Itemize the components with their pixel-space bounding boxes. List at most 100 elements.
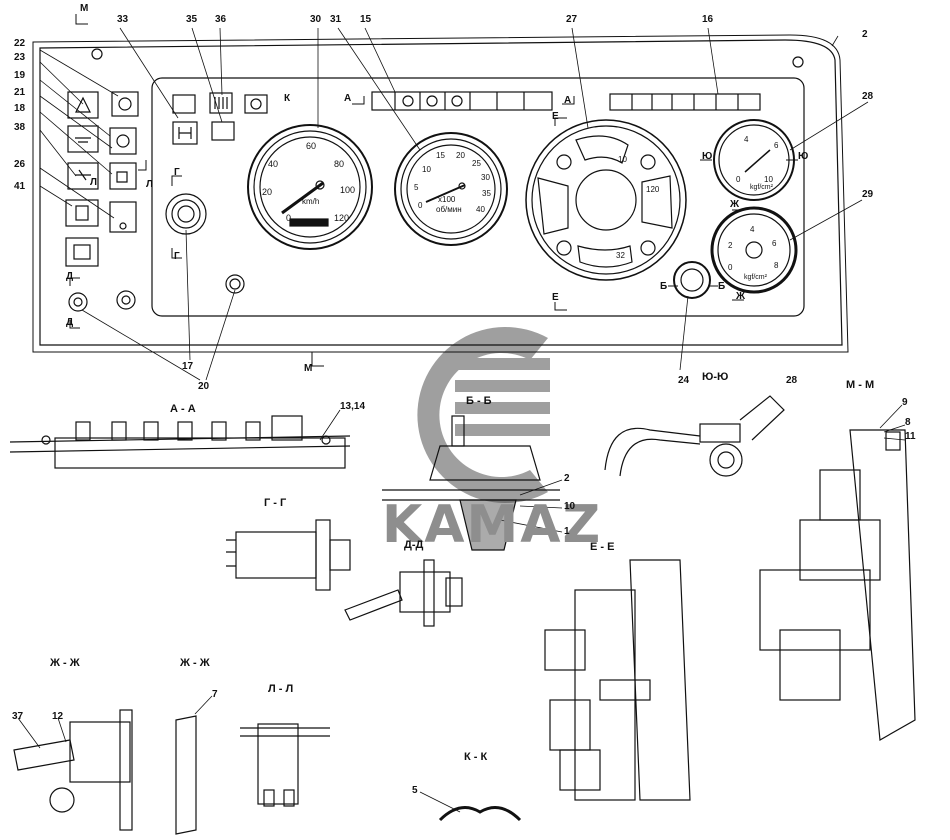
callout-11: 11 (905, 431, 916, 442)
cut-zh-bottom: Ж (736, 291, 746, 302)
callout-10: 10 (564, 501, 576, 512)
combo-label-32: 32 (616, 251, 625, 260)
callout-21: 21 (14, 87, 26, 98)
callout-36: 36 (215, 14, 227, 25)
warning-light-strip-15 (371, 91, 553, 111)
pg2-tick-6: 6 (772, 239, 777, 248)
callout-15: 15 (360, 14, 372, 25)
callout-20: 20 (198, 381, 210, 392)
speedometer-gauge (247, 124, 373, 250)
pressure-gauge-2 (710, 206, 798, 294)
tacho-tick-10: 10 (422, 165, 431, 174)
tacho-tick-20: 20 (456, 151, 465, 160)
section-title-yuyu: Ю-Ю (702, 371, 729, 383)
callout-2: 2 (862, 29, 868, 40)
cut-a-right: А (564, 95, 572, 106)
speedo-tick-80: 80 (334, 159, 345, 169)
callout-13-14: 13,14 (340, 401, 366, 412)
upper-switches (172, 92, 268, 145)
speedo-tick-40: 40 (268, 159, 279, 169)
cut-yu-right: Ю (798, 151, 809, 162)
callout-24: 24 (678, 375, 690, 386)
callout-28: 28 (862, 91, 874, 102)
section-aa-view (9, 415, 351, 469)
section-title-dd: Д-Д (404, 539, 424, 551)
callout-33: 33 (117, 14, 129, 25)
cut-e-top: Е (552, 111, 559, 122)
callout-35: 35 (186, 14, 198, 25)
callout-41: 41 (14, 181, 26, 192)
cut-m-bottom: М (304, 363, 313, 374)
section-title-gg: Г - Г (264, 497, 287, 509)
pg1-unit: kgf/cm² (750, 184, 773, 191)
combination-gauge (525, 119, 687, 281)
cut-e-bottom: Е (552, 292, 559, 303)
callout-12: 12 (52, 711, 64, 722)
combo-label-120: 120 (646, 185, 660, 194)
cut-m-top: М (80, 3, 89, 14)
tachometer-gauge (394, 132, 508, 246)
callout-8: 8 (905, 417, 911, 428)
indicator-lamp-24 (673, 261, 711, 299)
cut-g-bottom: Г (174, 251, 180, 262)
tacho-tick-5: 5 (414, 183, 419, 192)
speedo-tick-100: 100 (340, 185, 356, 195)
pg1-tick-6: 6 (774, 141, 779, 150)
kamaz-logo-icon (417, 327, 550, 504)
warning-light-strip-16 (609, 93, 761, 111)
section-mm-view (759, 429, 916, 741)
callout-31: 31 (330, 14, 342, 25)
pg2-unit: kgf/cm² (744, 274, 767, 281)
callout-27: 27 (566, 14, 578, 25)
speedo-tick-120: 120 (334, 213, 350, 223)
callout-7: 7 (212, 689, 218, 700)
speedo-tick-60: 60 (306, 141, 317, 151)
pg1-tick-4: 4 (744, 135, 749, 144)
callout-17: 17 (182, 361, 194, 372)
callout-5: 5 (412, 785, 418, 796)
section-bb-view (382, 415, 560, 551)
pg2-tick-4: 4 (750, 225, 755, 234)
pg2-tick-2: 2 (728, 241, 733, 250)
cut-b-left: Б (660, 281, 668, 292)
callout-16: 16 (702, 14, 714, 25)
callout-28b: 28 (786, 375, 798, 386)
section-dd-view (344, 559, 463, 627)
cut-k: К (284, 93, 291, 104)
tacho-tick-40: 40 (476, 205, 485, 214)
callout-18: 18 (14, 103, 26, 114)
speedo-tick-0: 0 (286, 213, 292, 223)
tacho-tick-0: 0 (418, 201, 423, 210)
section-title-ll: Л - Л (268, 683, 294, 695)
callout-37: 37 (12, 711, 24, 722)
section-title-aa: А - А (170, 403, 196, 415)
cut-zh-top: Ж (730, 199, 740, 210)
cut-a-left: А (344, 93, 352, 104)
callout-26: 26 (14, 159, 26, 170)
cut-l-2: Л (90, 177, 98, 188)
kamaz-watermark: KAMAZ (382, 495, 603, 555)
speedo-tick-20: 20 (262, 187, 273, 197)
pg2-tick-8: 8 (774, 261, 779, 270)
section-gg-view (226, 519, 351, 591)
pg1-tick-10: 10 (764, 175, 773, 184)
callout-30: 30 (310, 14, 322, 25)
leader-lines (17, 27, 906, 813)
cut-g-top: Г (174, 167, 180, 178)
tacho-unit-1: x100 (438, 195, 456, 204)
section-ee-view (544, 559, 691, 801)
section-kk-view (438, 806, 522, 822)
left-switches (65, 91, 139, 312)
section-title-zhzh-2: Ж - Ж (180, 657, 210, 669)
tacho-tick-25: 25 (472, 159, 481, 168)
section-title-ee: Е - Е (590, 541, 615, 553)
tacho-tick-30: 30 (481, 173, 490, 182)
panel-outline (32, 34, 849, 353)
section-title-zhzh-1: Ж - Ж (50, 657, 80, 669)
cut-yu-left: Ю (702, 151, 713, 162)
pg1-tick-0: 0 (736, 175, 741, 184)
callout-38: 38 (14, 122, 26, 133)
callout-23: 23 (14, 52, 26, 63)
callout-1: 1 (564, 526, 570, 537)
